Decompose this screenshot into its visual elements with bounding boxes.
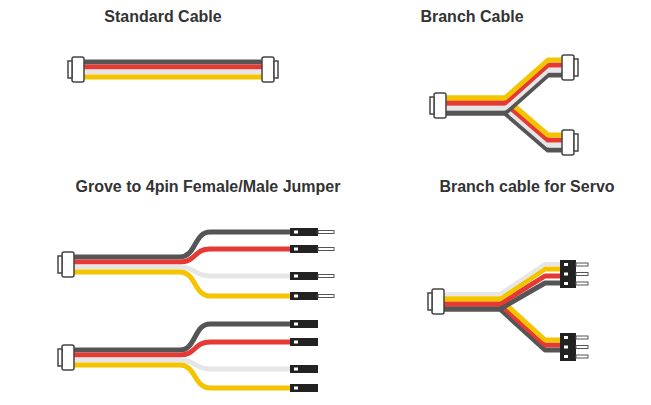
- jumper-female: [74, 324, 290, 388]
- grove-connectors: [58, 55, 578, 370]
- jumper-male: [74, 232, 290, 296]
- standard-cable: [84, 62, 262, 77]
- branch-cable: [446, 60, 562, 150]
- jumper-pins: [290, 228, 334, 392]
- cable-title: Branch cable for Servo: [439, 178, 614, 196]
- cable-title: Grove to 4pin Female/Male Jumper: [76, 178, 341, 196]
- cable-title: Standard Cable: [104, 8, 221, 26]
- cable-title: Branch Cable: [420, 8, 523, 26]
- servo-connectors: [560, 260, 588, 361]
- servo-branch-cable: [444, 264, 560, 350]
